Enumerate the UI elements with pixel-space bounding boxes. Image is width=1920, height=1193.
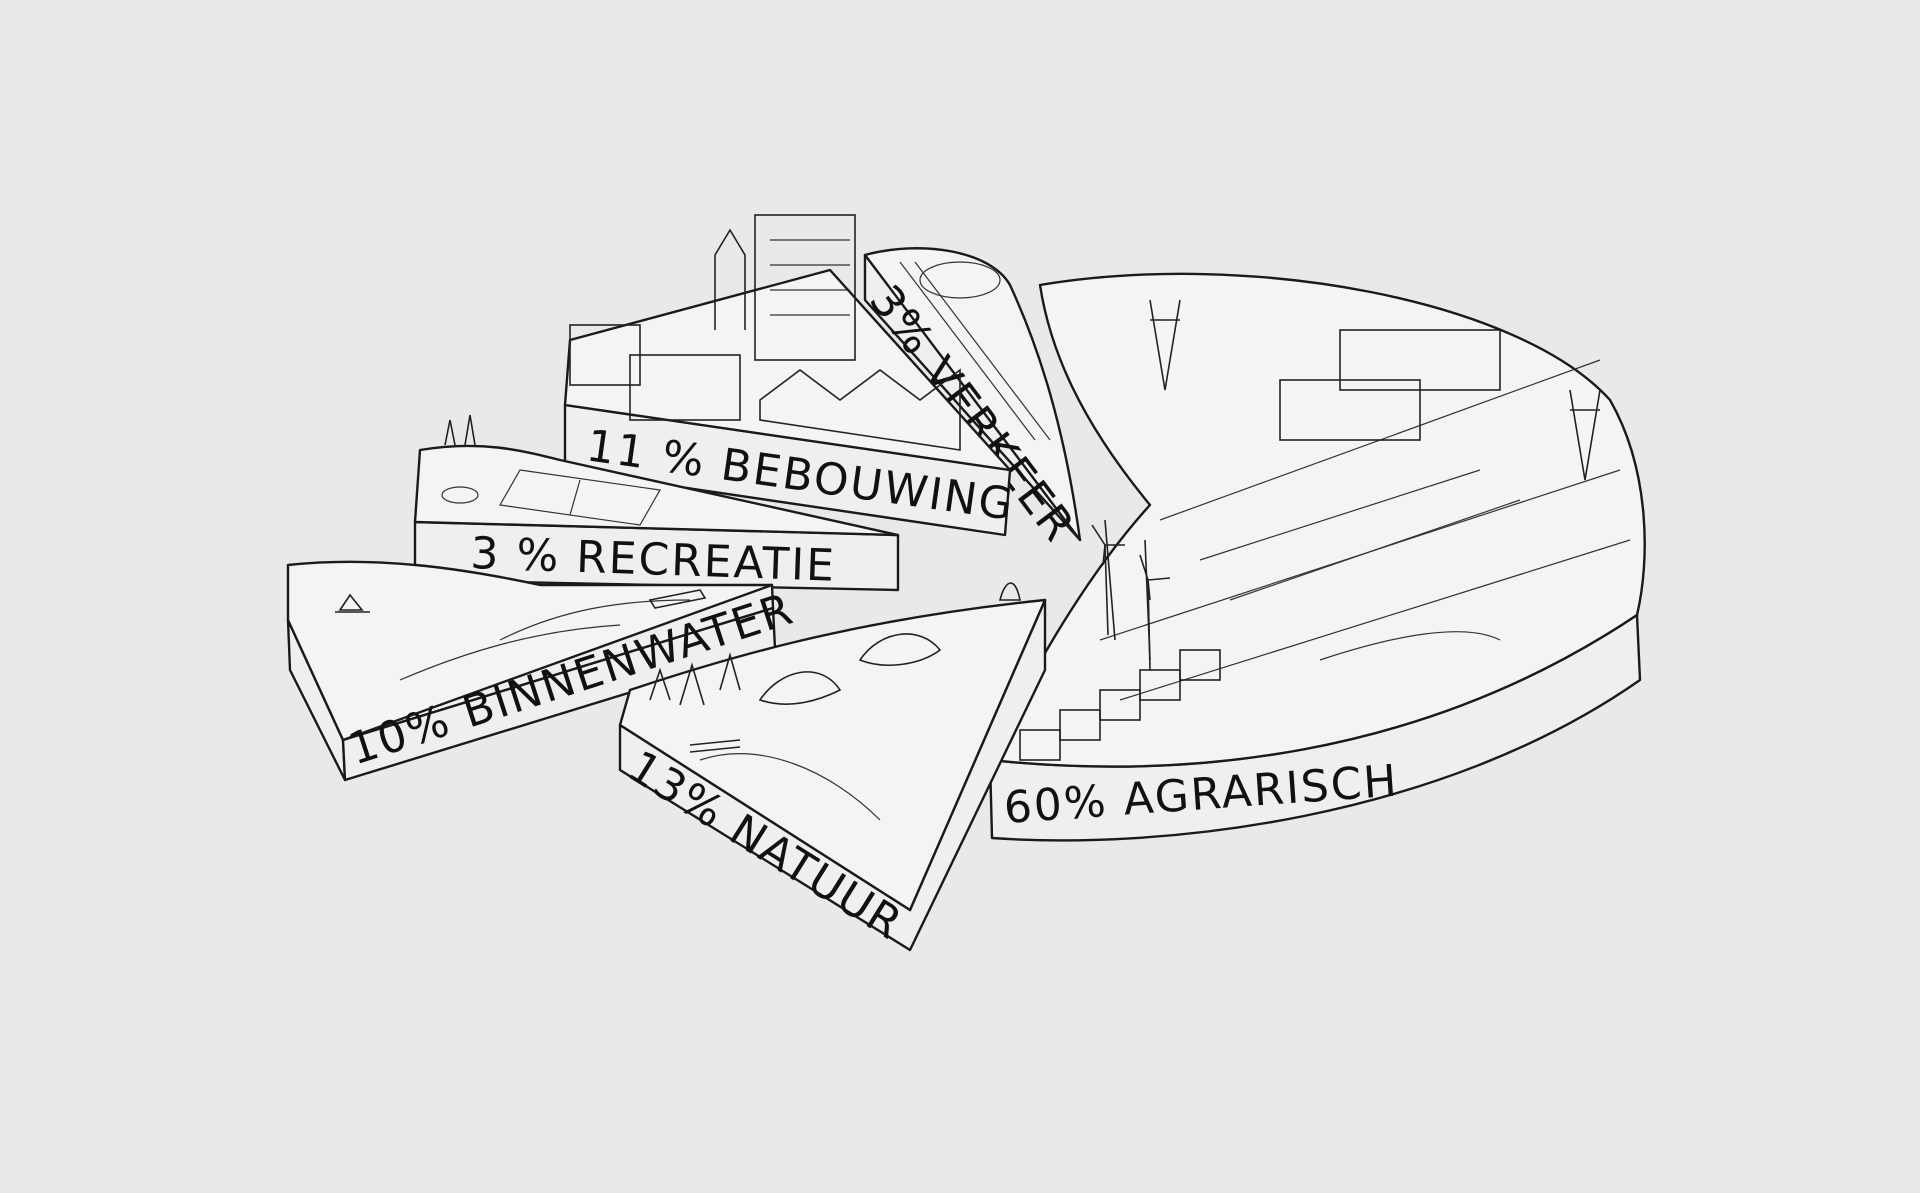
- slice-natuur: 13% NATUUR: [618, 582, 1047, 952]
- slice-recreatie: 3 % RECREATIE: [413, 414, 900, 592]
- water-sailboat-illustration: [335, 589, 707, 681]
- slice-agrarisch-top: [988, 272, 1646, 768]
- city-buildings-illustration: [569, 214, 961, 451]
- slice-natuur-top: [618, 598, 1047, 912]
- slice-agrarisch: 60% AGRARISCH: [988, 272, 1646, 842]
- forest-illustration: [649, 582, 1021, 821]
- slice-binnenwater-top: [286, 560, 774, 742]
- slice-bebouwing: 11 % BEBOUWING: [563, 214, 1018, 537]
- slice-recreatie-top: [413, 444, 900, 537]
- farmland-illustration: [1019, 299, 1631, 761]
- wind-turbine-icon: [1091, 524, 1171, 671]
- sports-field-illustration: [441, 414, 661, 526]
- slice-verkeer-top: [863, 247, 1082, 542]
- highway-interchange-illustration: [899, 261, 1051, 441]
